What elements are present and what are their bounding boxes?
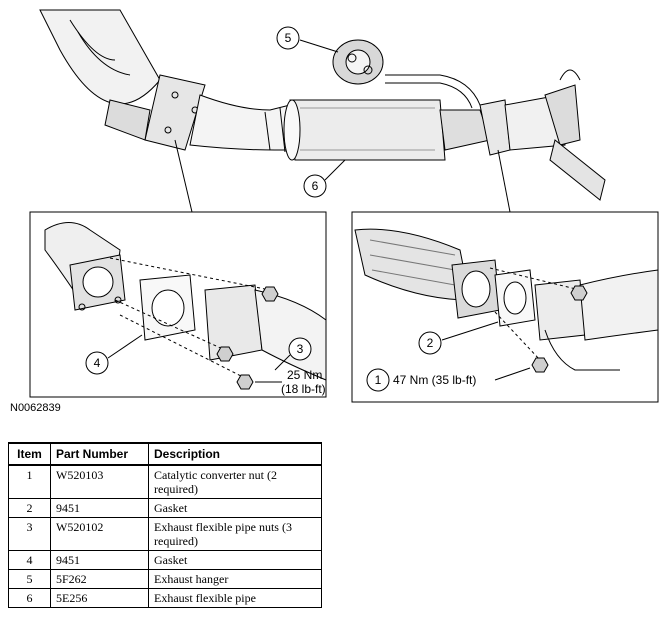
cell-item: 1 <box>8 464 51 499</box>
cell-part-number: W520103 <box>50 464 149 499</box>
cell-description: Gasket <box>148 498 322 518</box>
header-part-number: Part Number <box>50 442 149 466</box>
figure-id: N0062839 <box>10 402 61 414</box>
callout-1-label: 1 <box>375 373 382 387</box>
overview-drawing <box>39 9 606 201</box>
cell-description: Exhaust hanger <box>148 569 322 589</box>
cell-description: Gasket <box>148 550 322 570</box>
cell-description: Exhaust flexible pipe nuts (3 required) <box>148 517 322 551</box>
cell-item: 5 <box>8 569 51 589</box>
callout-2-label: 2 <box>427 336 434 350</box>
cell-part-number: 5E256 <box>50 588 149 608</box>
cell-description: Catalytic converter nut (2 required) <box>148 464 322 499</box>
parts-table: Item Part Number Description 1 W520103 C… <box>8 442 322 608</box>
callout-2-circle <box>418 331 442 355</box>
callout-1-circle <box>366 368 390 392</box>
cell-item: 6 <box>8 588 51 608</box>
table-row: 5 5F262 Exhaust hanger <box>8 569 322 589</box>
right-detail-drawing <box>354 228 659 373</box>
torque-spec-3-line1: 25 Nm <box>287 368 322 382</box>
table-row: 4 9451 Gasket <box>8 550 322 570</box>
exhaust-diagram: 1 2 3 4 5 6 47 Nm (35 lb-ft) 25 Nm (18 l… <box>29 9 659 403</box>
torque-spec-3-line2: (18 lb-ft) <box>281 382 326 396</box>
callout-4-circle <box>85 351 109 375</box>
cell-part-number: W520102 <box>50 517 149 551</box>
callout-5-label: 5 <box>285 31 292 45</box>
cell-item: 3 <box>8 517 51 551</box>
table-row: 3 W520102 Exhaust flexible pipe nuts (3 … <box>8 517 322 551</box>
callout-6-circle <box>303 174 327 198</box>
table-row: 6 5E256 Exhaust flexible pipe <box>8 588 322 608</box>
table-header-row: Item Part Number Description <box>8 442 322 466</box>
header-description: Description <box>148 442 322 466</box>
callout-6-label: 6 <box>312 179 319 193</box>
cell-description: Exhaust flexible pipe <box>148 588 322 608</box>
header-item: Item <box>8 442 51 466</box>
cell-part-number: 9451 <box>50 498 149 518</box>
callout-3-label: 3 <box>297 342 304 356</box>
cell-part-number: 9451 <box>50 550 149 570</box>
cell-part-number: 5F262 <box>50 569 149 589</box>
table-row: 2 9451 Gasket <box>8 498 322 518</box>
cell-item: 4 <box>8 550 51 570</box>
table-row: 1 W520103 Catalytic converter nut (2 req… <box>8 464 322 499</box>
callout-3-circle <box>288 337 312 361</box>
callout-5-circle <box>276 26 300 50</box>
left-detail-drawing <box>44 222 327 390</box>
callout-4-label: 4 <box>94 356 101 370</box>
torque-spec-1: 47 Nm (35 lb-ft) <box>393 373 476 387</box>
exhaust-hanger-part <box>332 39 384 85</box>
cell-item: 2 <box>8 498 51 518</box>
